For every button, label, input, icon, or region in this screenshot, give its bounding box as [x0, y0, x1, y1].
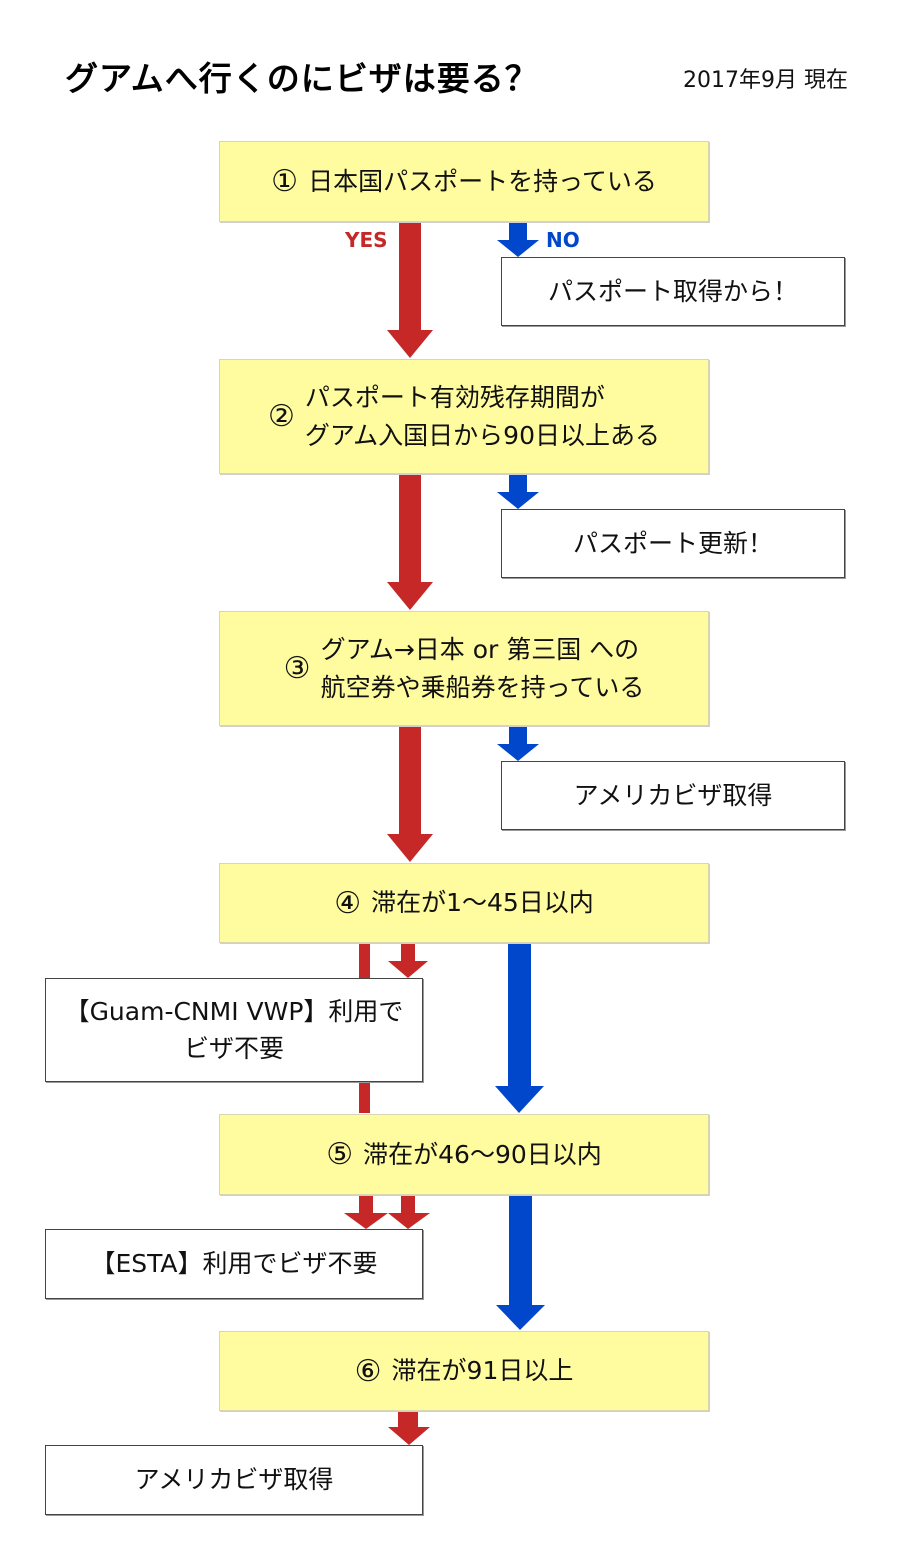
- outcome-text: アメリカビザ取得: [573, 780, 773, 810]
- no-label: NO: [546, 228, 580, 252]
- step-text: 滞在が46〜90日以内: [363, 1139, 602, 1169]
- step-4: ④ 滞在が1〜45日以内: [219, 863, 709, 943]
- no-arrow-2: [497, 474, 539, 509]
- step-number: ①: [271, 164, 299, 199]
- outcome-us-visa-2: アメリカビザ取得: [45, 1445, 423, 1515]
- step-number: ④: [334, 885, 362, 921]
- step-2: ② パスポート有効残存期間が グアム入国日から90日以上ある: [219, 359, 709, 474]
- step-number: ⑥: [354, 1353, 382, 1389]
- step-text: グアム入国日から90日以上ある: [304, 420, 660, 450]
- outcome-get-passport: パスポート取得から！: [501, 257, 845, 326]
- no-arrow-5: [496, 1195, 545, 1330]
- step-5: ⑤ 滞在が46〜90日以内: [219, 1114, 709, 1195]
- step-text: 日本国パスポートを持っている: [308, 166, 657, 196]
- outcome-text: 【ESTA】利用でビザ不要: [90, 1249, 378, 1279]
- step-text: 滞在が1〜45日以内: [371, 888, 594, 918]
- step-text: パスポート有効残存期間が: [304, 383, 605, 412]
- outcome-guam-cnmi-vwp: 【Guam-CNMI VWP】利用で ビザ不要: [45, 978, 423, 1082]
- step-text: グアム→日本 or 第三国 への: [320, 635, 640, 664]
- no-arrow-1: [497, 222, 539, 257]
- step-text: 航空券や乗船券を持っている: [320, 672, 645, 702]
- outcome-text: 【Guam-CNMI VWP】利用で: [64, 996, 404, 1026]
- outcome-esta: 【ESTA】利用でビザ不要: [45, 1229, 423, 1299]
- yes-arrow-4: [388, 943, 428, 978]
- step-6: ⑥ 滞在が91日以上: [219, 1331, 709, 1411]
- outcome-text: ビザ不要: [183, 1034, 284, 1063]
- step-1: ① 日本国パスポートを持っている: [219, 141, 709, 222]
- yes-arrow-6: [388, 1411, 430, 1445]
- yes-arrow-5a: [344, 1195, 388, 1229]
- no-arrow-4: [495, 943, 544, 1113]
- outcome-text: パスポート取得から！: [547, 276, 798, 306]
- outcome-text: アメリカビザ取得: [134, 1465, 334, 1495]
- yes-arrow-3: [387, 726, 433, 862]
- as-of-date: 2017年9月 現在: [683, 68, 848, 93]
- yes-arrow-2: [387, 474, 433, 610]
- page-title: グアムへ行くのにビザは要る？: [65, 59, 539, 98]
- step-3: ③ グアム→日本 or 第三国 への 航空券や乗船券を持っている: [219, 611, 709, 726]
- yes-label: YES: [345, 228, 388, 252]
- step-number: ③: [283, 651, 311, 686]
- outcome-us-visa-1: アメリカビザ取得: [501, 761, 845, 830]
- outcome-text: パスポート更新！: [572, 528, 773, 558]
- outcome-renew-passport: パスポート更新！: [501, 509, 845, 578]
- no-arrow-3: [497, 726, 539, 761]
- step-text: 滞在が91日以上: [391, 1356, 574, 1386]
- step-number: ②: [268, 399, 295, 434]
- yes-arrow-5b: [388, 1195, 430, 1229]
- step-number: ⑤: [326, 1137, 354, 1172]
- yes-arrow-1: [387, 222, 433, 358]
